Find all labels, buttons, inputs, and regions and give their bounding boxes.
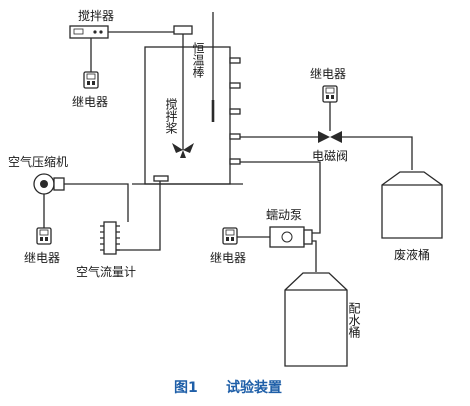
stirrer-controller <box>69 25 109 39</box>
paddle-label: 搅拌桨 <box>164 97 178 134</box>
air-flowmeter-label: 空气流量计 <box>76 264 136 279</box>
relay-top-left <box>83 71 99 89</box>
air-compressor <box>33 173 65 195</box>
relay-top-left-label: 继电器 <box>72 95 108 109</box>
peristaltic-pump <box>269 226 313 248</box>
feed-bucket-label: 配水桶 <box>347 302 361 338</box>
stirrer-motor <box>173 25 193 35</box>
peristaltic-pump-label: 蠕动泵 <box>266 208 302 222</box>
figure-number: 图1 <box>174 380 198 396</box>
air-diffuser <box>153 175 169 182</box>
air-flowmeter <box>100 221 120 255</box>
tank-side-ports <box>229 57 241 165</box>
stirrer-label: 搅拌器 <box>78 8 114 23</box>
air-compressor-label: 空气压缩机 <box>8 154 68 169</box>
feed-bucket <box>284 272 348 367</box>
relay-left <box>36 227 52 245</box>
paddle <box>172 143 194 158</box>
relay-middle <box>222 227 238 245</box>
relay-top-right <box>322 85 338 103</box>
figure-title: 试验装置 <box>226 379 282 396</box>
relay-top-right-label: 继电器 <box>310 67 346 81</box>
reactor-tank <box>132 46 243 185</box>
waste-bucket <box>381 171 443 239</box>
relay-left-label: 继电器 <box>24 251 60 265</box>
solenoid-valve <box>318 131 342 143</box>
relay-middle-label: 继电器 <box>210 251 246 265</box>
waste-bucket-label: 废液桶 <box>394 247 430 262</box>
thermostat-rod-vertical: 恒温棒 <box>191 42 205 78</box>
solenoid-valve-label: 电磁阀 <box>312 148 348 163</box>
